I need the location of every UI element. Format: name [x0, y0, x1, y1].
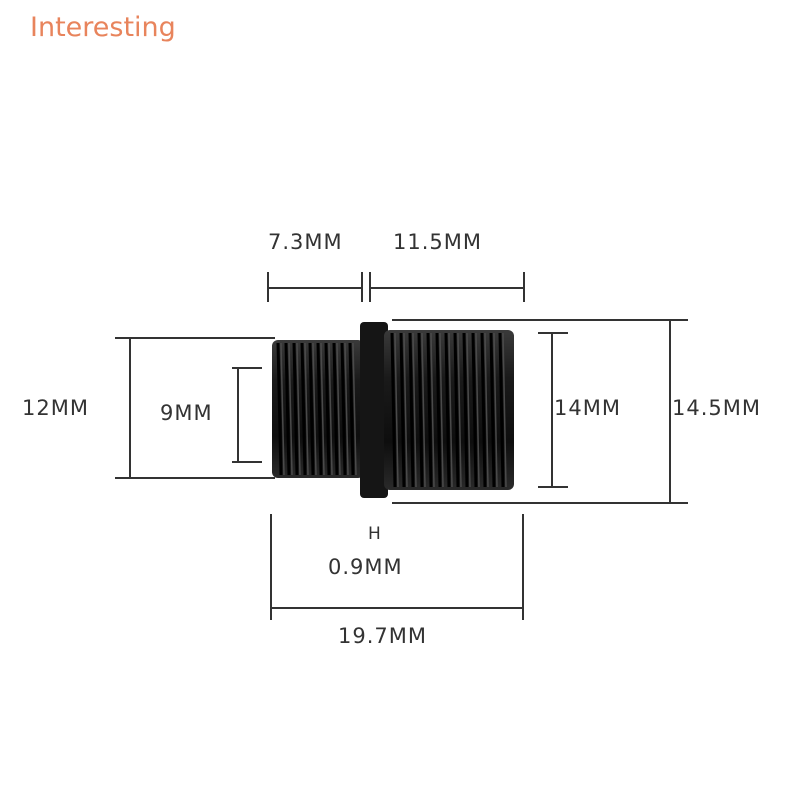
thread-highlight	[421, 332, 426, 488]
thread-groove	[480, 332, 487, 488]
thread-groove	[300, 342, 307, 476]
thread-groove	[498, 332, 505, 488]
label-total-length: 19.7MM	[338, 624, 427, 648]
large-thread-grooves	[390, 332, 507, 488]
thread-highlight	[394, 332, 399, 488]
thread-groove	[489, 332, 496, 488]
dim-pitch: H 0.9MM	[328, 524, 403, 579]
thread-groove	[348, 342, 355, 476]
label-small-outer: 12MM	[22, 396, 89, 420]
thread-highlight	[430, 332, 435, 488]
thread-groove	[324, 342, 331, 476]
thread-groove	[399, 332, 406, 488]
thread-groove	[316, 342, 323, 476]
thread-groove	[471, 332, 478, 488]
dim-large-outer: 14.5MM	[392, 319, 761, 504]
thread-highlight	[502, 332, 507, 488]
thread-groove	[284, 342, 291, 476]
thread-groove	[444, 332, 451, 488]
dim-total-length: 19.7MM	[270, 514, 524, 648]
thread-highlight	[328, 342, 333, 476]
thread-highlight	[336, 342, 341, 476]
thread-highlight	[296, 342, 301, 476]
thread-highlight	[457, 332, 462, 488]
thread-highlight	[466, 332, 471, 488]
dim-small-inner: 9MM	[160, 367, 262, 463]
small-thread-grooves	[276, 342, 357, 476]
thread-highlight	[304, 342, 309, 476]
thread-highlight	[484, 332, 489, 488]
thread-highlight	[352, 342, 357, 476]
thread-groove	[292, 342, 299, 476]
thread-highlight	[344, 342, 349, 476]
label-small-length: 7.3MM	[268, 230, 343, 254]
thread-highlight	[448, 332, 453, 488]
dim-small-outer: 12MM	[22, 337, 275, 479]
brand-logo-text: Interesting	[30, 12, 176, 43]
thread-highlight	[280, 342, 285, 476]
thread-highlight	[403, 332, 408, 488]
thread-highlight	[288, 342, 293, 476]
label-large-outer: 14.5MM	[672, 396, 761, 420]
thread-highlight	[312, 342, 317, 476]
label-small-inner: 9MM	[160, 401, 213, 425]
thread-highlight	[412, 332, 417, 488]
thread-groove	[426, 332, 433, 488]
thread-groove	[462, 332, 469, 488]
label-large-inner: 14MM	[554, 396, 621, 420]
dim-small-length: 7.3MM	[267, 230, 363, 302]
thread-groove	[308, 342, 315, 476]
thread-highlight	[320, 342, 325, 476]
collar-ring	[360, 322, 388, 498]
adapter-body	[272, 322, 514, 498]
thread-groove	[332, 342, 339, 476]
thread-highlight	[439, 332, 444, 488]
thread-groove	[340, 342, 347, 476]
dim-large-length: 11.5MM	[369, 230, 525, 302]
dim-large-inner: 14MM	[538, 332, 621, 488]
thread-groove	[435, 332, 442, 488]
thread-highlight	[493, 332, 498, 488]
thread-groove	[453, 332, 460, 488]
thread-groove	[417, 332, 424, 488]
thread-highlight	[475, 332, 480, 488]
label-large-length: 11.5MM	[393, 230, 482, 254]
thread-groove	[408, 332, 415, 488]
thread-groove	[276, 342, 283, 476]
label-pitch: 0.9MM	[328, 555, 403, 579]
thread-groove	[390, 332, 397, 488]
label-pitch-symbol: H	[368, 524, 381, 544]
